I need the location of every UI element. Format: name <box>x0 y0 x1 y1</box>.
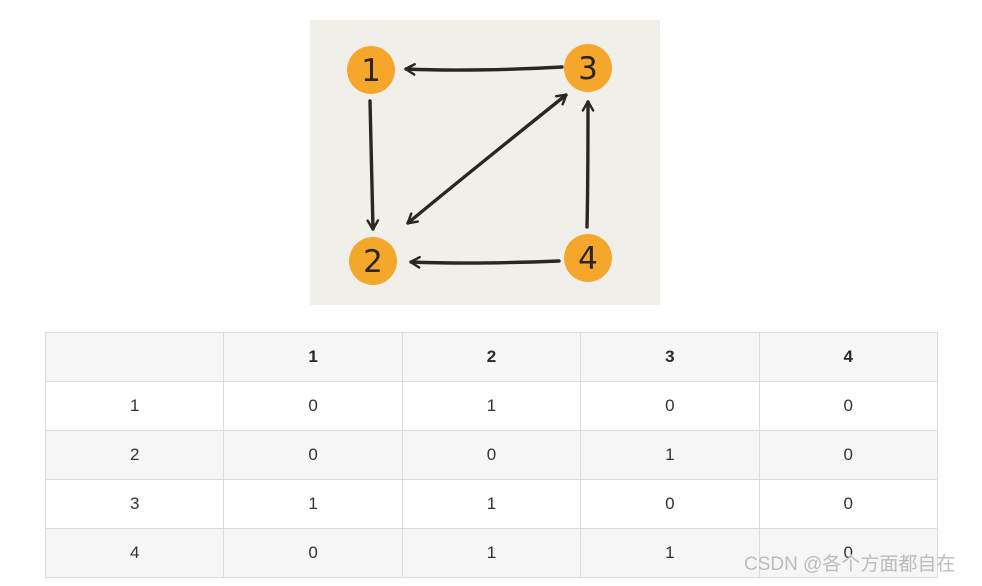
cell-1-3: 0 <box>580 381 760 431</box>
cell-4-3: 1 <box>580 528 760 578</box>
edge-4-to-2 <box>409 255 561 269</box>
cell-2-3: 1 <box>580 430 760 480</box>
table-row-2: 2 0 0 1 0 <box>44 430 939 480</box>
table-row-3: 3 1 1 0 0 <box>44 479 939 529</box>
table-row-4: 4 0 1 1 0 <box>44 528 939 578</box>
cell-2-1: 0 <box>223 430 403 480</box>
cell-3-4: 0 <box>758 479 939 529</box>
graph-svg: 1 3 2 4 <box>347 44 612 285</box>
node-1-circle <box>347 46 395 94</box>
cell-3-3: 0 <box>580 479 760 529</box>
node-3-label: 3 <box>578 51 598 87</box>
cell-4-2: 1 <box>401 528 582 578</box>
node-3-circle <box>564 44 612 92</box>
header-cell-1: 1 <box>223 332 403 382</box>
table-row-1: 1 0 1 0 0 <box>44 381 939 431</box>
row-4-label: 4 <box>44 528 225 578</box>
edge-3-to-1 <box>404 63 564 76</box>
table-header-row: 1 2 3 4 <box>44 332 939 382</box>
header-cell-empty <box>44 332 225 382</box>
cell-2-4: 0 <box>758 430 939 480</box>
cell-4-1: 0 <box>223 528 403 578</box>
graph-node-2: 2 <box>349 237 397 285</box>
cell-1-4: 0 <box>758 381 939 431</box>
header-cell-4: 4 <box>758 332 939 382</box>
cell-2-2: 0 <box>401 430 582 480</box>
row-3-label: 3 <box>44 479 225 529</box>
edge-2-to-3-bidirectional <box>406 93 568 225</box>
row-2-label: 2 <box>44 430 225 480</box>
graph-node-1: 1 <box>347 46 395 94</box>
cell-4-4: 0 <box>758 528 939 578</box>
cell-3-2: 1 <box>401 479 582 529</box>
node-2-circle <box>349 237 397 285</box>
node-1-label: 1 <box>361 53 381 89</box>
header-cell-2: 2 <box>401 332 582 382</box>
graph-diagram: 1 3 2 4 <box>310 20 660 305</box>
node-4-label: 4 <box>578 241 598 277</box>
graph-node-4: 4 <box>564 234 612 282</box>
graph-node-3: 3 <box>564 44 612 92</box>
cell-3-1: 1 <box>223 479 403 529</box>
cell-1-1: 0 <box>223 381 403 431</box>
adjacency-matrix-table: 1 2 3 4 1 0 1 0 0 2 0 0 1 0 3 <box>44 332 939 578</box>
node-4-circle <box>564 234 612 282</box>
edge-1-to-2 <box>366 99 380 231</box>
table-header: 1 2 3 4 <box>44 332 939 382</box>
header-cell-3: 3 <box>580 332 760 382</box>
edge-4-to-3 <box>581 100 595 229</box>
row-1-label: 1 <box>44 381 225 431</box>
node-2-label: 2 <box>363 244 383 280</box>
table-body: 1 0 1 0 0 2 0 0 1 0 3 1 1 0 0 4 <box>44 381 939 578</box>
cell-1-2: 1 <box>401 381 582 431</box>
